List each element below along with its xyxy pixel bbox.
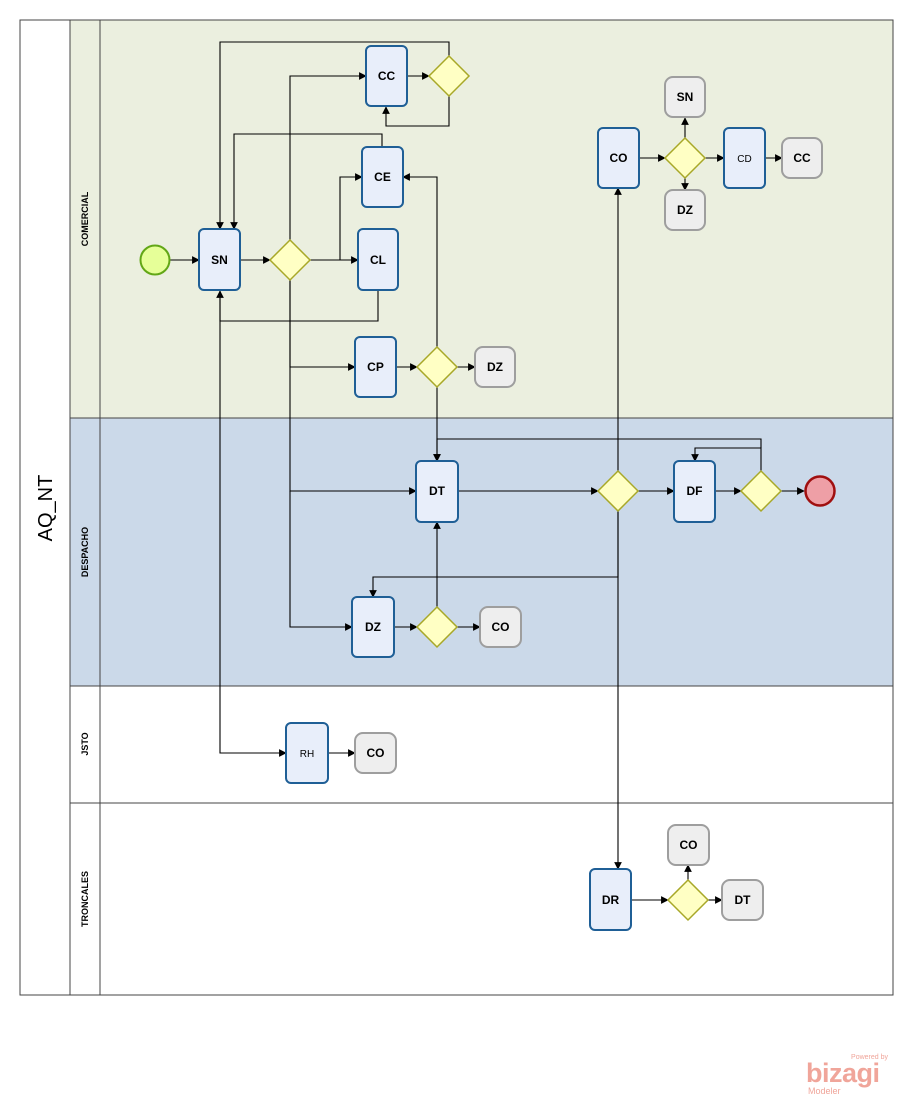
task-cc[interactable]: CC <box>365 45 408 107</box>
lane-troncales: TRONCALES <box>69 802 894 996</box>
pool-title: AQ_NT <box>35 475 57 542</box>
start-event[interactable] <box>139 244 171 276</box>
watermark-powered: Powered by <box>851 1054 888 1061</box>
lane-label-troncales: TRONCALES <box>80 871 90 927</box>
gateway-5[interactable] <box>739 469 783 513</box>
ref-dt-troncales[interactable]: DT <box>721 879 764 921</box>
task-cd[interactable]: CD <box>723 127 766 189</box>
task-sn-label: SN <box>211 253 228 267</box>
ref-co-troncales-label: CO <box>680 838 698 852</box>
task-cp[interactable]: CP <box>354 336 397 398</box>
lane-label-comercial: COMERCIAL <box>80 191 90 246</box>
task-cp-label: CP <box>367 360 384 374</box>
task-dr-label: DR <box>602 893 620 907</box>
ref-co-despacho-label: CO <box>492 620 510 634</box>
ref-cc-label: CC <box>793 151 811 165</box>
task-dz-despacho-label: DZ <box>365 620 381 634</box>
sequence-flows <box>170 41 805 904</box>
task-cd-label: CD <box>737 154 751 165</box>
task-cl-label: CL <box>370 253 386 267</box>
ref-co-jsto-label: CO <box>367 746 385 760</box>
bizagi-watermark: Powered by bizagi Modeler <box>806 1054 890 1098</box>
ref-dz-co[interactable]: DZ <box>664 189 706 231</box>
ref-dz-comercial[interactable]: DZ <box>474 346 516 388</box>
watermark-sub: Modeler <box>808 1086 841 1096</box>
task-ce[interactable]: CE <box>361 146 404 208</box>
task-df-label: DF <box>687 484 703 498</box>
gateway-1[interactable] <box>268 238 312 282</box>
gateway-2[interactable] <box>427 54 471 98</box>
ref-cc[interactable]: CC <box>781 137 823 179</box>
gateways <box>268 54 783 922</box>
watermark-brand-logo: bizagi <box>806 1058 880 1088</box>
task-cl[interactable]: CL <box>357 228 399 291</box>
end-event[interactable] <box>804 475 836 507</box>
pool-header: AQ_NT <box>19 19 71 996</box>
ref-co-jsto[interactable]: CO <box>354 732 397 774</box>
ref-sn[interactable]: SN <box>664 76 706 118</box>
task-rh[interactable]: RH <box>285 722 329 784</box>
task-co-comercial-label: CO <box>610 151 628 165</box>
task-df[interactable]: DF <box>673 460 716 523</box>
lane-despacho: DESPACHO <box>69 417 894 687</box>
lane-label-jsto: JSTO <box>80 732 90 755</box>
task-dt-label: DT <box>429 484 446 498</box>
task-cc-label: CC <box>378 69 396 83</box>
task-dz-despacho[interactable]: DZ <box>351 596 395 658</box>
task-sn[interactable]: SN <box>198 228 241 291</box>
lane-jsto: JSTO <box>69 685 894 804</box>
task-ce-label: CE <box>374 170 391 184</box>
ref-co-despacho[interactable]: CO <box>479 606 522 648</box>
gateway-7[interactable] <box>663 136 707 180</box>
ref-sn-label: SN <box>677 90 694 104</box>
task-co-comercial[interactable]: CO <box>597 127 640 189</box>
gateway-4[interactable] <box>596 469 640 513</box>
ref-dz-comercial-label: DZ <box>487 360 503 374</box>
lane-comercial: COMERCIAL <box>69 19 894 419</box>
gateway-6[interactable] <box>415 605 459 649</box>
gateway-8[interactable] <box>666 878 710 922</box>
task-dr[interactable]: DR <box>589 868 632 931</box>
gateway-3[interactable] <box>415 345 459 389</box>
ref-dt-troncales-label: DT <box>735 893 752 907</box>
task-dt[interactable]: DT <box>415 460 459 523</box>
ref-co-troncales[interactable]: CO <box>667 824 710 866</box>
ref-dz-co-label: DZ <box>677 203 693 217</box>
lane-label-despacho: DESPACHO <box>80 527 90 577</box>
task-rh-label: RH <box>300 749 314 760</box>
